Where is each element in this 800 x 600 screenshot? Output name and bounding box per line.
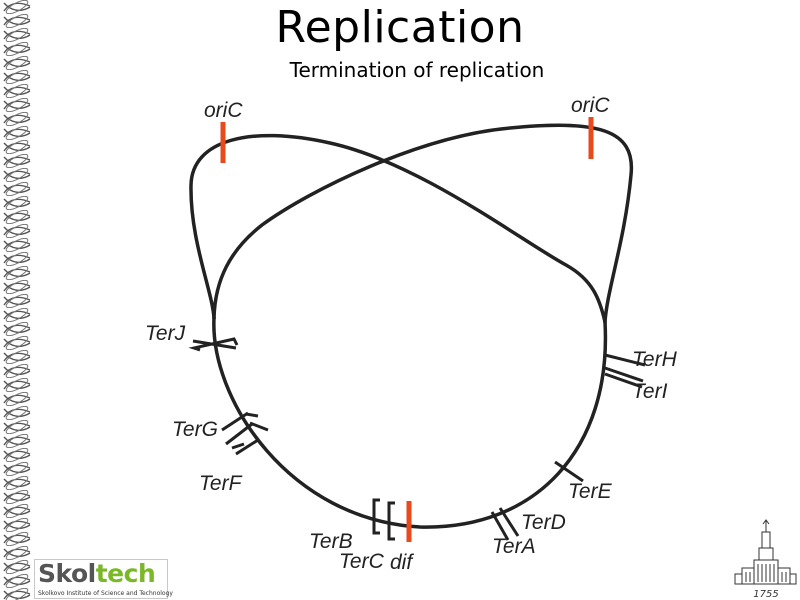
terd-bracket xyxy=(498,507,520,537)
logo-wordmark: Skoltech xyxy=(38,559,156,588)
terh-label: TerH xyxy=(632,348,678,371)
terg-label: TerG xyxy=(172,418,218,441)
terg-bracket xyxy=(221,411,269,446)
logo-word-part2: tech xyxy=(95,559,156,588)
tere-bracket xyxy=(554,460,584,483)
logo-subtitle: Skolkovo Institute of Science and Techno… xyxy=(38,590,173,597)
terf-label: TerF xyxy=(199,472,243,495)
oric-label-right: oriC xyxy=(571,94,610,117)
terb-bracket xyxy=(372,498,380,535)
slide-subtitle: Termination of replication xyxy=(289,58,545,82)
slide-title: Replication xyxy=(275,2,525,53)
dif-label: dif xyxy=(390,551,414,574)
oric-label-left: oriC xyxy=(204,99,243,122)
year-label: 1755 xyxy=(753,589,778,600)
tera-bracket xyxy=(490,511,510,541)
terj-label: TerJ xyxy=(145,322,186,345)
skoltech-logo: Skoltech Skolkovo Institute of Science a… xyxy=(34,559,173,599)
university-building-icon: 1755 xyxy=(734,519,797,600)
terj-bracket xyxy=(188,337,239,352)
terc-label: TerC xyxy=(339,550,385,573)
chromosome-lower-arc xyxy=(212,316,608,529)
terc-bracket xyxy=(387,501,395,541)
chromosome-strand-left xyxy=(189,133,607,324)
teri-bracket xyxy=(604,366,644,389)
terh-bracket xyxy=(604,353,646,367)
teri-label: TerI xyxy=(632,380,668,403)
tera-label: TerA xyxy=(492,535,536,558)
terb-label: TerB xyxy=(309,530,353,553)
chromosome-strand-right xyxy=(212,123,634,324)
tere-label: TerE xyxy=(568,480,613,503)
terf-bracket xyxy=(231,438,259,456)
logo-word-part1: Skol xyxy=(38,559,96,588)
terd-label: TerD xyxy=(521,511,566,534)
decorative-chain-border xyxy=(0,0,34,600)
